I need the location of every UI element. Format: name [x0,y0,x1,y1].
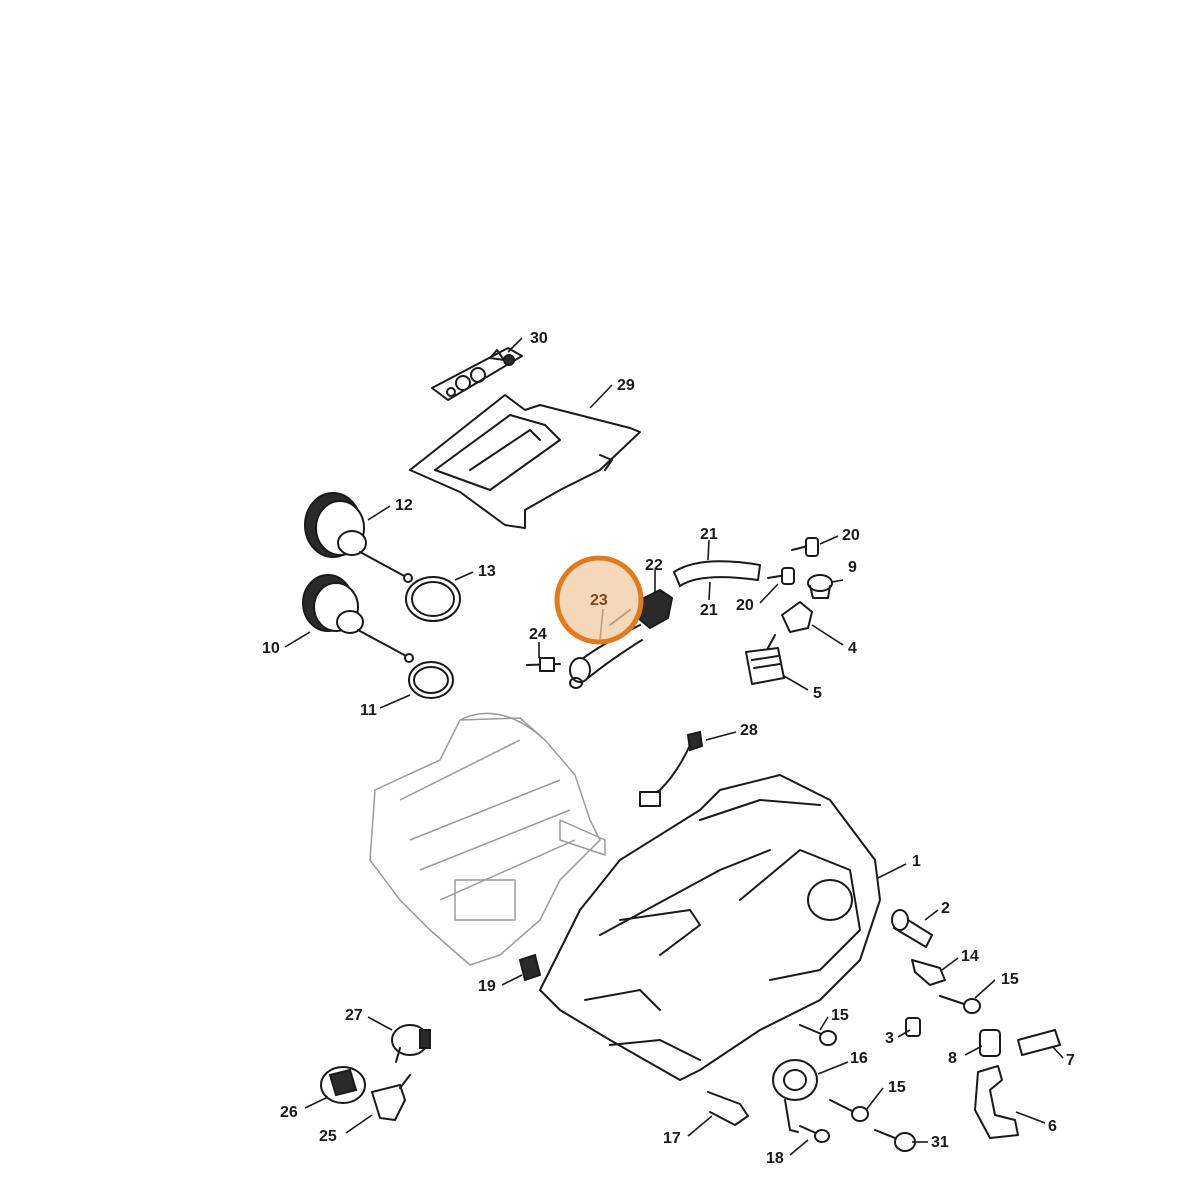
part-8-bushing[interactable] [979,1029,1001,1057]
part-28-cable[interactable] [639,730,704,807]
part-13-o-ring-inner [411,581,455,617]
callout-4[interactable]: 4 [848,640,857,657]
callout-3[interactable]: 3 [885,1030,894,1047]
highlight-circle-part-23 [554,555,644,645]
part-16-retainer[interactable] [772,1059,818,1133]
callout-12[interactable]: 12 [395,497,413,514]
part-17-spring[interactable] [707,1091,749,1126]
callout-8[interactable]: 8 [948,1050,957,1067]
callout-15-a[interactable]: 15 [1001,971,1019,988]
part-15-screw-a[interactable] [939,995,981,1014]
callout-15-c[interactable]: 15 [888,1079,906,1096]
callout-11[interactable]: 11 [360,702,377,719]
part-20-fitting-lower[interactable] [767,567,795,585]
part-13-o-ring[interactable] [405,576,461,622]
callout-24[interactable]: 24 [529,626,547,643]
callout-30[interactable]: 30 [530,330,548,347]
callout-16[interactable]: 16 [850,1050,868,1067]
callout-25[interactable]: 25 [319,1128,337,1145]
part-12-cap[interactable] [304,492,413,583]
callout-7[interactable]: 7 [1066,1052,1075,1069]
callout-21-lower[interactable]: 21 [700,602,718,619]
part-11-o-ring-inner [413,666,449,694]
callout-17[interactable]: 17 [663,1130,681,1147]
part-2-stud[interactable] [891,909,933,948]
callout-26[interactable]: 26 [280,1104,298,1121]
engine-assembly [369,712,606,966]
part-1-crankcase-housing[interactable] [539,774,881,1081]
part-25-lever[interactable] [371,1074,411,1121]
callout-21-upper[interactable]: 21 [700,526,718,543]
callout-14[interactable]: 14 [961,948,979,965]
part-31-screw[interactable] [874,1129,916,1152]
part-21-hose[interactable] [673,560,761,587]
part-9-plug[interactable] [807,574,833,599]
callout-27[interactable]: 27 [345,1007,363,1024]
part-29-top-cover[interactable] [409,394,641,529]
callout-1[interactable]: 1 [912,853,921,870]
part-26-switch[interactable] [320,1066,366,1104]
callout-13[interactable]: 13 [478,563,496,580]
callout-23[interactable]: 23 [590,592,608,609]
part-23-oil-hose[interactable] [569,624,643,689]
callout-28[interactable]: 28 [740,722,758,739]
part-18-screw[interactable] [799,1125,830,1143]
part-11-o-ring[interactable] [408,661,454,699]
part-3-sleeve[interactable] [905,1017,921,1037]
callout-15-b[interactable]: 15 [831,1007,849,1024]
callout-19[interactable]: 19 [478,978,496,995]
part-15-screw-b[interactable] [799,1024,837,1046]
part-6-elbow[interactable] [974,1065,1019,1139]
callout-2[interactable]: 2 [941,900,950,917]
callout-6[interactable]: 6 [1048,1118,1057,1135]
callout-31[interactable]: 31 [931,1134,949,1151]
callout-10[interactable]: 10 [262,640,280,657]
callout-9[interactable]: 9 [848,559,857,576]
part-15-screw-c[interactable] [829,1099,869,1122]
callout-29[interactable]: 29 [617,377,635,394]
callout-labels: 30 29 12 13 10 11 21 21 22 23 24 20 20 9… [262,330,1075,1167]
callout-22[interactable]: 22 [645,557,663,574]
part-14-clip[interactable] [911,959,946,986]
part-27-valve[interactable] [391,1024,431,1063]
part-5-filter[interactable] [745,634,785,685]
part-20-fitting-upper[interactable] [791,537,819,557]
part-4-bracket[interactable] [781,601,813,633]
part-30-warning-label[interactable] [431,347,523,401]
part-19-plug[interactable] [518,953,542,982]
part-24-screw[interactable] [526,657,561,672]
callout-18[interactable]: 18 [766,1150,784,1167]
callout-5[interactable]: 5 [813,685,822,702]
callout-20-lower[interactable]: 20 [736,597,754,614]
callout-20-upper[interactable]: 20 [842,527,860,544]
part-10-cap[interactable] [302,574,414,663]
part-7-bolt[interactable] [1017,1029,1061,1056]
